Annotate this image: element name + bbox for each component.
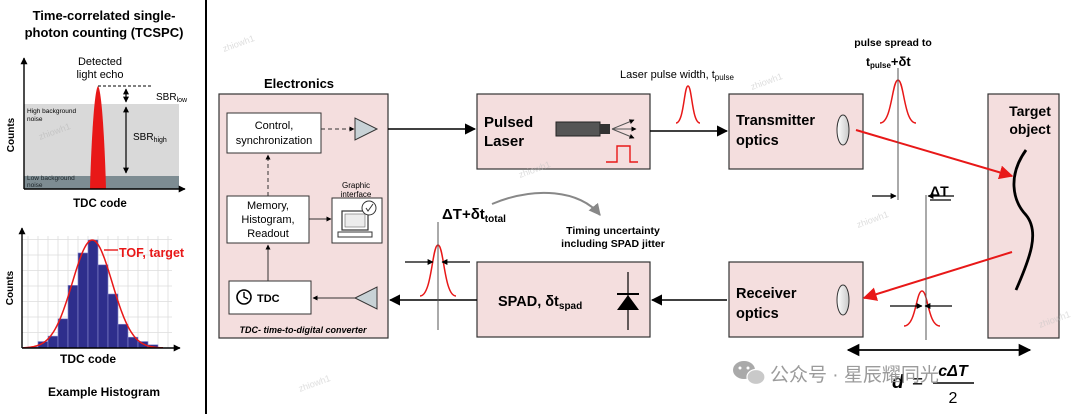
watermark-tag-4: zhiowh1: [749, 71, 783, 92]
histogram-chart: TOF, target Counts TDC code Example Hist…: [5, 227, 185, 399]
echo-label-line2: light echo: [76, 69, 123, 81]
laser-label-line2: Laser: [484, 133, 524, 150]
hist-caption: Example Histogram: [48, 385, 160, 399]
laser-pulse-waveform: [675, 85, 701, 124]
target-label-line1: Target: [1009, 103, 1051, 119]
rx-amplifier-icon: [353, 286, 378, 310]
echo-label-line1: Detected: [78, 56, 122, 68]
tdc-caption: TDC- time-to-digital converter: [239, 325, 367, 335]
timing-label-line1: Timing uncertainty: [566, 225, 660, 237]
graphic-label-line1: Graphic: [342, 181, 370, 190]
tx-label-line2: optics: [736, 133, 779, 149]
laser-label-line1: Pulsed: [484, 114, 533, 131]
timing-uncertainty-arrow: [491, 191, 601, 216]
panel-title-line2: photon counting (TCSPC): [25, 25, 184, 40]
high-bg-label-line1: High background: [27, 108, 77, 115]
spad-diode-icon: [617, 272, 639, 330]
sbr-low-label: SBRlow: [156, 92, 188, 104]
delta-t-label: ΔT: [930, 183, 949, 199]
watermark-tag-1: zhiowh1: [221, 33, 255, 54]
histogram-bars: [27, 239, 159, 349]
spread-label-line2: tpulse+δt: [866, 54, 911, 70]
histogram-bar: [117, 323, 129, 349]
histogram-bar: [87, 239, 99, 349]
low-bg-label-line2: noise: [27, 182, 43, 189]
histogram-bar: [77, 252, 89, 349]
top-chart: Detected light echo SBRlow SBRhigh High …: [6, 56, 188, 210]
control-block: [226, 112, 322, 154]
electronics-title: Electronics: [264, 76, 334, 91]
distance-numerator: cΔT: [938, 363, 969, 380]
watermarks: zhiowh1 zhiowh1 zhiowh1 zhiowh1 zhiowh1 …: [37, 33, 1071, 394]
distance-d: d: [892, 372, 904, 393]
left-panel: Time-correlated single- photon counting …: [5, 8, 188, 399]
timing-label-line2: including SPAD jitter: [561, 238, 665, 250]
square-pulse-icon: [606, 145, 638, 163]
gaussian-fit-curve: [23, 239, 163, 349]
laser-diode-icon: [555, 119, 637, 139]
histogram-bar: [107, 293, 119, 349]
return-pulse-waveform: [903, 290, 941, 327]
control-label-line2: synchronization: [236, 135, 312, 147]
hist-xlabel: TDC code: [60, 352, 116, 366]
memory-label-line3: Readout: [247, 228, 289, 240]
memory-label-line1: Memory,: [247, 200, 289, 212]
watermark-tag-5: zhiowh1: [855, 209, 889, 230]
control-label-line1: Control,: [255, 120, 294, 132]
high-bg-label-line2: noise: [27, 116, 43, 123]
distance-denominator: 2: [949, 390, 958, 407]
distance-equation: d = cΔT 2: [892, 363, 974, 407]
distance-equals: =: [912, 372, 923, 393]
tx-driver-amplifier-icon: [354, 117, 379, 141]
total-uncertainty-label: ΔT+δttotal: [442, 206, 506, 225]
top-chart-ylabel: Counts: [6, 117, 17, 152]
panel-title-line1: Time-correlated single-: [33, 8, 176, 23]
rx-lens-icon: [836, 284, 850, 316]
tx-label-line1: Transmitter: [736, 113, 815, 129]
memory-block: [226, 195, 310, 244]
graphic-label-line2: interface: [341, 190, 372, 199]
target-label-line2: object: [1009, 121, 1051, 137]
low-bg-label-line1: Low background: [27, 175, 75, 182]
tx-lens-icon: [836, 114, 850, 146]
tdc-label: TDC: [257, 293, 280, 305]
laser-pulse-width-label: Laser pulse width, tpulse: [620, 69, 734, 82]
memory-label-line2: Histogram,: [241, 214, 294, 226]
tof-target-label: TOF, target: [119, 246, 185, 260]
returning-light-path: [862, 251, 1013, 301]
brand-text: 公众号 · 星辰耀同光: [770, 364, 939, 386]
sbr-high-label: SBRhigh: [133, 132, 167, 144]
spread-label-line1: pulse spread to: [854, 37, 932, 49]
histogram-bar: [67, 285, 79, 349]
outgoing-light-path: [855, 129, 1014, 180]
spad-label: SPAD, δtspad: [498, 294, 582, 312]
system-diagram: Electronics Control, synchronization Mem…: [218, 37, 1060, 407]
computer-monitor-icon: [337, 200, 377, 238]
hist-ylabel: Counts: [5, 270, 16, 305]
watermark-tag-7: zhiowh1: [297, 373, 331, 394]
target-object-box: [987, 93, 1060, 339]
light-echo-peak: [90, 86, 106, 189]
histogram-bar: [97, 264, 109, 349]
top-chart-xlabel: TDC code: [73, 198, 127, 210]
histogram-bar: [57, 318, 69, 349]
rx-label-line1: Receiver: [736, 286, 797, 302]
target-surface-curve: [1012, 149, 1035, 291]
wechat-brand-watermark: 公众号 · 星辰耀同光: [733, 361, 939, 386]
rx-label-line2: optics: [736, 306, 779, 322]
wechat-logo-icon: [733, 361, 766, 386]
spad-box: [476, 261, 651, 338]
clock-icon: [236, 289, 252, 305]
